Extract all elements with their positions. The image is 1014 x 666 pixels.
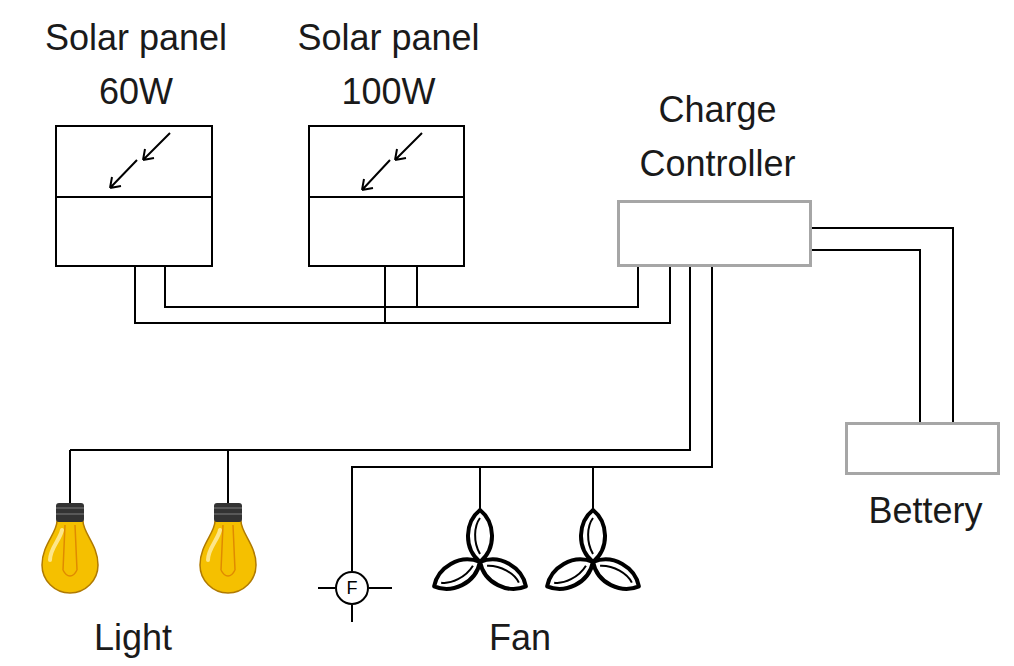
component-label: Solar panel 60W (11, 11, 261, 119)
solar-panel: Solar panel 60W (55, 125, 213, 267)
wire (352, 267, 712, 571)
solar-panel: Solar panel 100W (308, 125, 465, 267)
wire (812, 228, 953, 422)
charge-controller: Charge Controller (617, 200, 812, 267)
load-label: Light (94, 618, 172, 658)
component-label: Bettery (826, 484, 1014, 538)
battery: Bettery (845, 422, 1000, 475)
component-label: Charge Controller (598, 83, 838, 191)
symbol-letter: F (347, 578, 358, 598)
wire (165, 267, 638, 307)
component-label: Solar panel 100W (259, 11, 519, 119)
fuse-symbol: F (335, 571, 369, 605)
wire (812, 250, 920, 422)
load-label: Fan (489, 618, 551, 658)
wire (417, 267, 638, 307)
wire (385, 267, 670, 323)
wire (135, 267, 670, 323)
